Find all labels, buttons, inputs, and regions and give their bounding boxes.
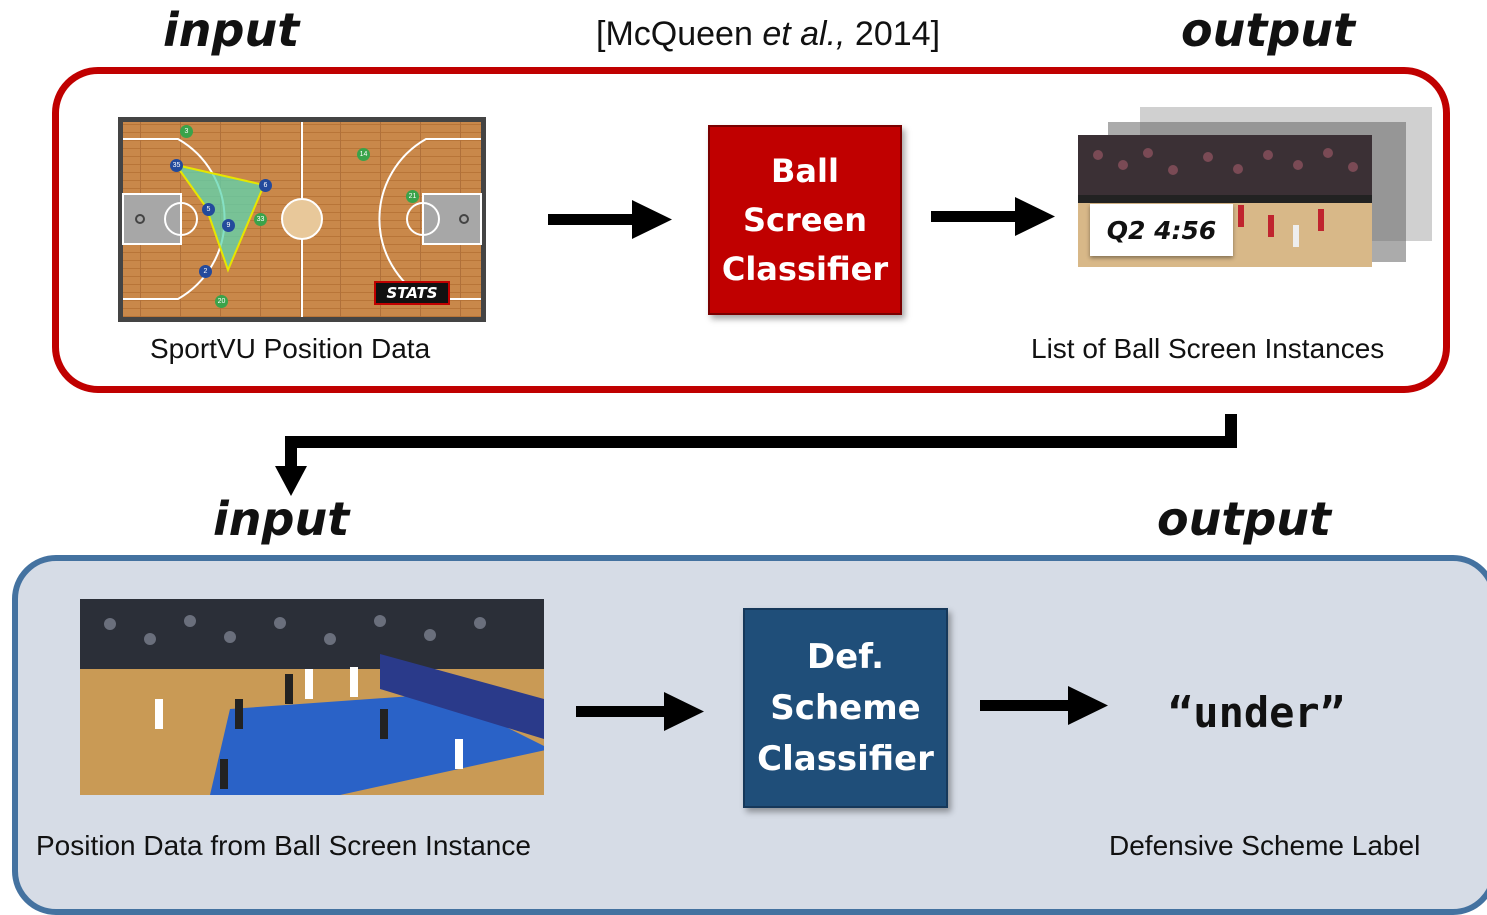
player-b-0: 35 <box>170 159 183 172</box>
sportvu-court-image: 3 14 21 33 20 35 6 5 9 2 STATS <box>118 117 486 322</box>
citation-pre: [McQueen <box>596 15 763 53</box>
instances-caption: List of Ball Screen Instances <box>1031 333 1385 364</box>
def-scheme-classifier-box: Def. Scheme Classifier <box>743 608 948 808</box>
arrow-to-label <box>980 686 1108 725</box>
player-b-2: 5 <box>202 203 215 216</box>
scheme-label-value: “under” <box>1168 688 1346 737</box>
player-a-2: 21 <box>406 190 419 203</box>
player-b-3: 9 <box>222 219 235 232</box>
def-scheme-classifier-line-3: Classifier <box>757 738 934 779</box>
player-b-4: 2 <box>199 265 212 278</box>
position-data-caption: Position Data from Ball Screen Instance <box>36 830 531 861</box>
player-a-0: 3 <box>180 125 193 138</box>
player-a-3: 33 <box>254 213 267 226</box>
player-a-4: 20 <box>215 295 228 308</box>
top-output-label: output <box>1181 3 1356 57</box>
instance-timestamp: Q2 4:56 <box>1090 204 1233 256</box>
def-scheme-classifier-line-1: Def. <box>806 636 885 677</box>
ball-screen-classifier-line-3: Classifier <box>721 249 889 288</box>
ball-screen-classifier-line-2: Screen <box>743 200 867 239</box>
player-b-1: 6 <box>259 179 272 192</box>
top-input-label: input <box>163 3 300 57</box>
ball-screen-video-frame <box>80 599 544 795</box>
scheme-label-caption: Defensive Scheme Label <box>1109 830 1421 861</box>
bottom-output-label: output <box>1157 492 1332 546</box>
def-scheme-classifier-line-2: Scheme <box>770 687 921 728</box>
arrow-to-scheme-classifier <box>576 692 704 731</box>
arrow-to-ball-screen-classifier <box>548 200 672 239</box>
arrow-to-instances <box>931 197 1055 236</box>
bottom-input-label: input <box>213 492 350 546</box>
stats-logo: STATS <box>374 281 450 305</box>
player-a-1: 14 <box>357 148 370 161</box>
ball-screen-classifier-box: Ball Screen Classifier <box>708 125 902 315</box>
sportvu-caption: SportVU Position Data <box>150 333 431 364</box>
connector-arrow <box>275 414 1237 496</box>
ball-screen-classifier-line-1: Ball <box>771 151 839 190</box>
citation: [McQueen et al., 2014] <box>596 17 940 51</box>
citation-italic: et al., <box>762 15 846 53</box>
citation-post: 2014] <box>845 15 941 53</box>
